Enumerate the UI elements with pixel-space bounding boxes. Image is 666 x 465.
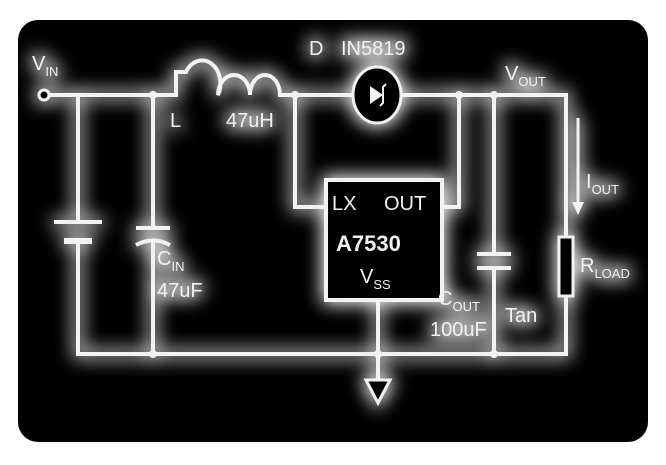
cout-type-label: Tan [505, 305, 537, 327]
vin-label: VIN [32, 53, 58, 79]
current-arrow-icon [572, 118, 584, 215]
rload-label: RLOAD [580, 255, 630, 281]
battery-icon [54, 220, 102, 244]
cout-value-label: 100uF [430, 319, 487, 341]
inductor-icon [174, 58, 283, 98]
ground-icon [363, 378, 393, 407]
vout-label: VOUT [505, 63, 546, 89]
ic-out-pin-label: OUT [384, 193, 426, 215]
schottky-diode-icon [351, 65, 403, 125]
load-resistor-icon [557, 235, 575, 298]
inductor-ref-label: L [170, 110, 181, 132]
cin-label: CIN [157, 248, 184, 274]
cin-value-label: 47uF [157, 280, 203, 302]
diode-ref-label: D [309, 38, 323, 60]
ic-lx-pin-label: LX [332, 193, 356, 215]
vin-terminal-icon [37, 88, 51, 102]
input-capacitor-icon [135, 226, 171, 247]
inductor-value-label: 47uH [226, 110, 274, 132]
iout-label: IOUT [586, 171, 619, 197]
ic-name-label: A7530 [336, 231, 401, 256]
cout-label: COUT [438, 288, 480, 314]
diode-part-label: IN5819 [341, 38, 406, 60]
wires [48, 93, 568, 382]
ic-vss-pin-label: VSS [360, 266, 391, 292]
output-capacitor-icon [477, 252, 511, 270]
ic-a7530: LX OUT A7530 VSS [324, 178, 444, 302]
junction-dots [149, 91, 498, 358]
